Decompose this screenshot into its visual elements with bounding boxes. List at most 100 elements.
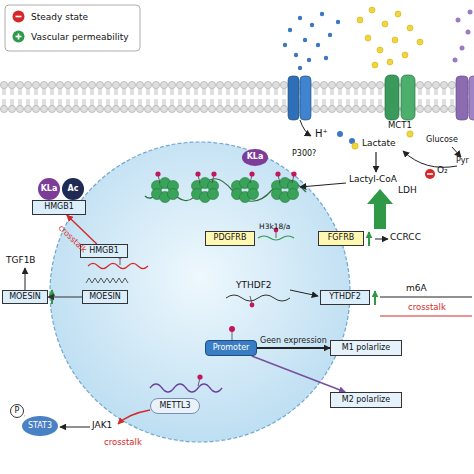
shape-line bbox=[375, 239, 388, 240]
nucleus bbox=[50, 142, 350, 442]
symbol-circle bbox=[13, 11, 25, 23]
shape-circle bbox=[382, 21, 388, 27]
shape-circle bbox=[395, 11, 401, 17]
enzyme-label: P300? bbox=[292, 150, 316, 159]
symbol-bar bbox=[18, 34, 20, 40]
shape-path bbox=[118, 410, 150, 424]
disease-label: CCRCC bbox=[390, 233, 421, 243]
shape-line bbox=[380, 316, 472, 317]
shape-circle bbox=[460, 46, 465, 51]
shape-path bbox=[226, 295, 290, 301]
ac-circle: Ac bbox=[62, 178, 84, 200]
protein-box: HMGB1 bbox=[80, 244, 128, 258]
shape-line bbox=[427, 173, 433, 175]
shape-use bbox=[152, 178, 179, 203]
connector bbox=[48, 297, 82, 298]
metabolite-label: Lactate bbox=[362, 139, 396, 149]
node-text: PDGFRB bbox=[214, 234, 247, 242]
kinase-label: JAK1 bbox=[92, 421, 112, 431]
protein-label: TGF1B bbox=[6, 256, 36, 266]
node-text: METTL3 bbox=[159, 402, 190, 410]
protein-box: MOESIN bbox=[82, 290, 128, 304]
shape-circle bbox=[466, 30, 471, 35]
shape-circle bbox=[197, 374, 202, 379]
shape-circle bbox=[402, 52, 408, 58]
shape-circle bbox=[377, 47, 383, 53]
shape-path bbox=[403, 151, 457, 167]
promoter-box: Promoter bbox=[205, 340, 257, 356]
protein-box: HMGB1 bbox=[32, 200, 86, 215]
legend-symbol bbox=[12, 10, 25, 23]
kla-ellipse: KLa bbox=[242, 149, 268, 166]
shape-circle bbox=[337, 131, 343, 137]
node-text: M2 polarlize bbox=[342, 396, 391, 404]
legend-item: Vascular permeability bbox=[12, 30, 129, 43]
shape-circle bbox=[369, 7, 375, 13]
ion-label: H⁺ bbox=[315, 128, 328, 139]
shape-circle bbox=[211, 171, 216, 176]
symbol-bar bbox=[16, 16, 22, 18]
polarize-box: M2 polarlize bbox=[330, 392, 402, 408]
shape-circle bbox=[392, 37, 398, 43]
node-text: HMGB1 bbox=[44, 203, 74, 211]
shape-circle bbox=[316, 43, 320, 47]
node-text: Promoter bbox=[213, 344, 250, 352]
shape-rect bbox=[288, 76, 299, 120]
shape-circle bbox=[352, 143, 358, 149]
shape-circle bbox=[417, 39, 423, 45]
shape-line bbox=[290, 290, 318, 296]
upregulation-arrow bbox=[367, 189, 393, 229]
shape-path bbox=[88, 264, 148, 269]
shape-line bbox=[375, 152, 376, 172]
enzyme-label: LDH bbox=[398, 186, 417, 196]
edge-label: Geen expression bbox=[260, 337, 327, 346]
shape-circle bbox=[298, 16, 302, 20]
symbol-circle bbox=[13, 31, 25, 43]
crosstalk-label: crosstalk bbox=[408, 303, 446, 312]
protein-label: YTHDF2 bbox=[236, 281, 272, 291]
gene-box: PDGFRB bbox=[205, 231, 255, 246]
ion-dots bbox=[337, 131, 413, 149]
node-text: FGFRB bbox=[328, 234, 354, 242]
shape-rect bbox=[469, 76, 474, 120]
shape-circle bbox=[283, 43, 287, 47]
legend-text: Steady state bbox=[31, 12, 88, 22]
shape-path bbox=[86, 278, 128, 283]
gene-box: FGFRB bbox=[318, 231, 364, 246]
shape-circle bbox=[336, 20, 340, 24]
shape-use bbox=[232, 178, 259, 203]
shape-circle bbox=[298, 66, 302, 70]
oxygen-label: O₂ bbox=[437, 166, 448, 176]
shape-path bbox=[150, 384, 222, 392]
shape-line bbox=[452, 147, 461, 157]
shape-use bbox=[272, 178, 299, 203]
polarize-box: M1 polarlize bbox=[330, 340, 402, 356]
shape-rect bbox=[401, 75, 415, 120]
connector bbox=[257, 347, 330, 349]
enzyme-box: METTL3 bbox=[150, 398, 200, 414]
shape-circle bbox=[328, 33, 332, 37]
shape-circle bbox=[365, 35, 371, 41]
legend-symbol bbox=[12, 30, 25, 43]
transporter-label: MCT1 bbox=[388, 121, 412, 130]
shape-circle bbox=[155, 171, 160, 176]
shape-rect bbox=[456, 76, 468, 120]
node-text: STAT3 bbox=[28, 422, 52, 430]
chromatin bbox=[145, 171, 306, 202]
shape-path bbox=[300, 183, 346, 187]
pathway-arrows bbox=[25, 120, 472, 427]
shape-line bbox=[374, 291, 376, 305]
shape-circle bbox=[324, 56, 328, 60]
connector bbox=[24, 415, 26, 416]
shape-rect bbox=[385, 75, 399, 120]
shape-line bbox=[232, 331, 233, 340]
shape-line bbox=[380, 297, 472, 298]
transcripts bbox=[86, 228, 294, 392]
node-text: KLa bbox=[41, 185, 58, 193]
crosstalk-label: crosstalk bbox=[104, 438, 142, 447]
shape-circle bbox=[372, 62, 378, 68]
shape-rect bbox=[300, 76, 311, 120]
metabolite-label: Pyr bbox=[456, 157, 469, 166]
shape-circle bbox=[425, 169, 435, 179]
legend-box bbox=[5, 5, 140, 51]
